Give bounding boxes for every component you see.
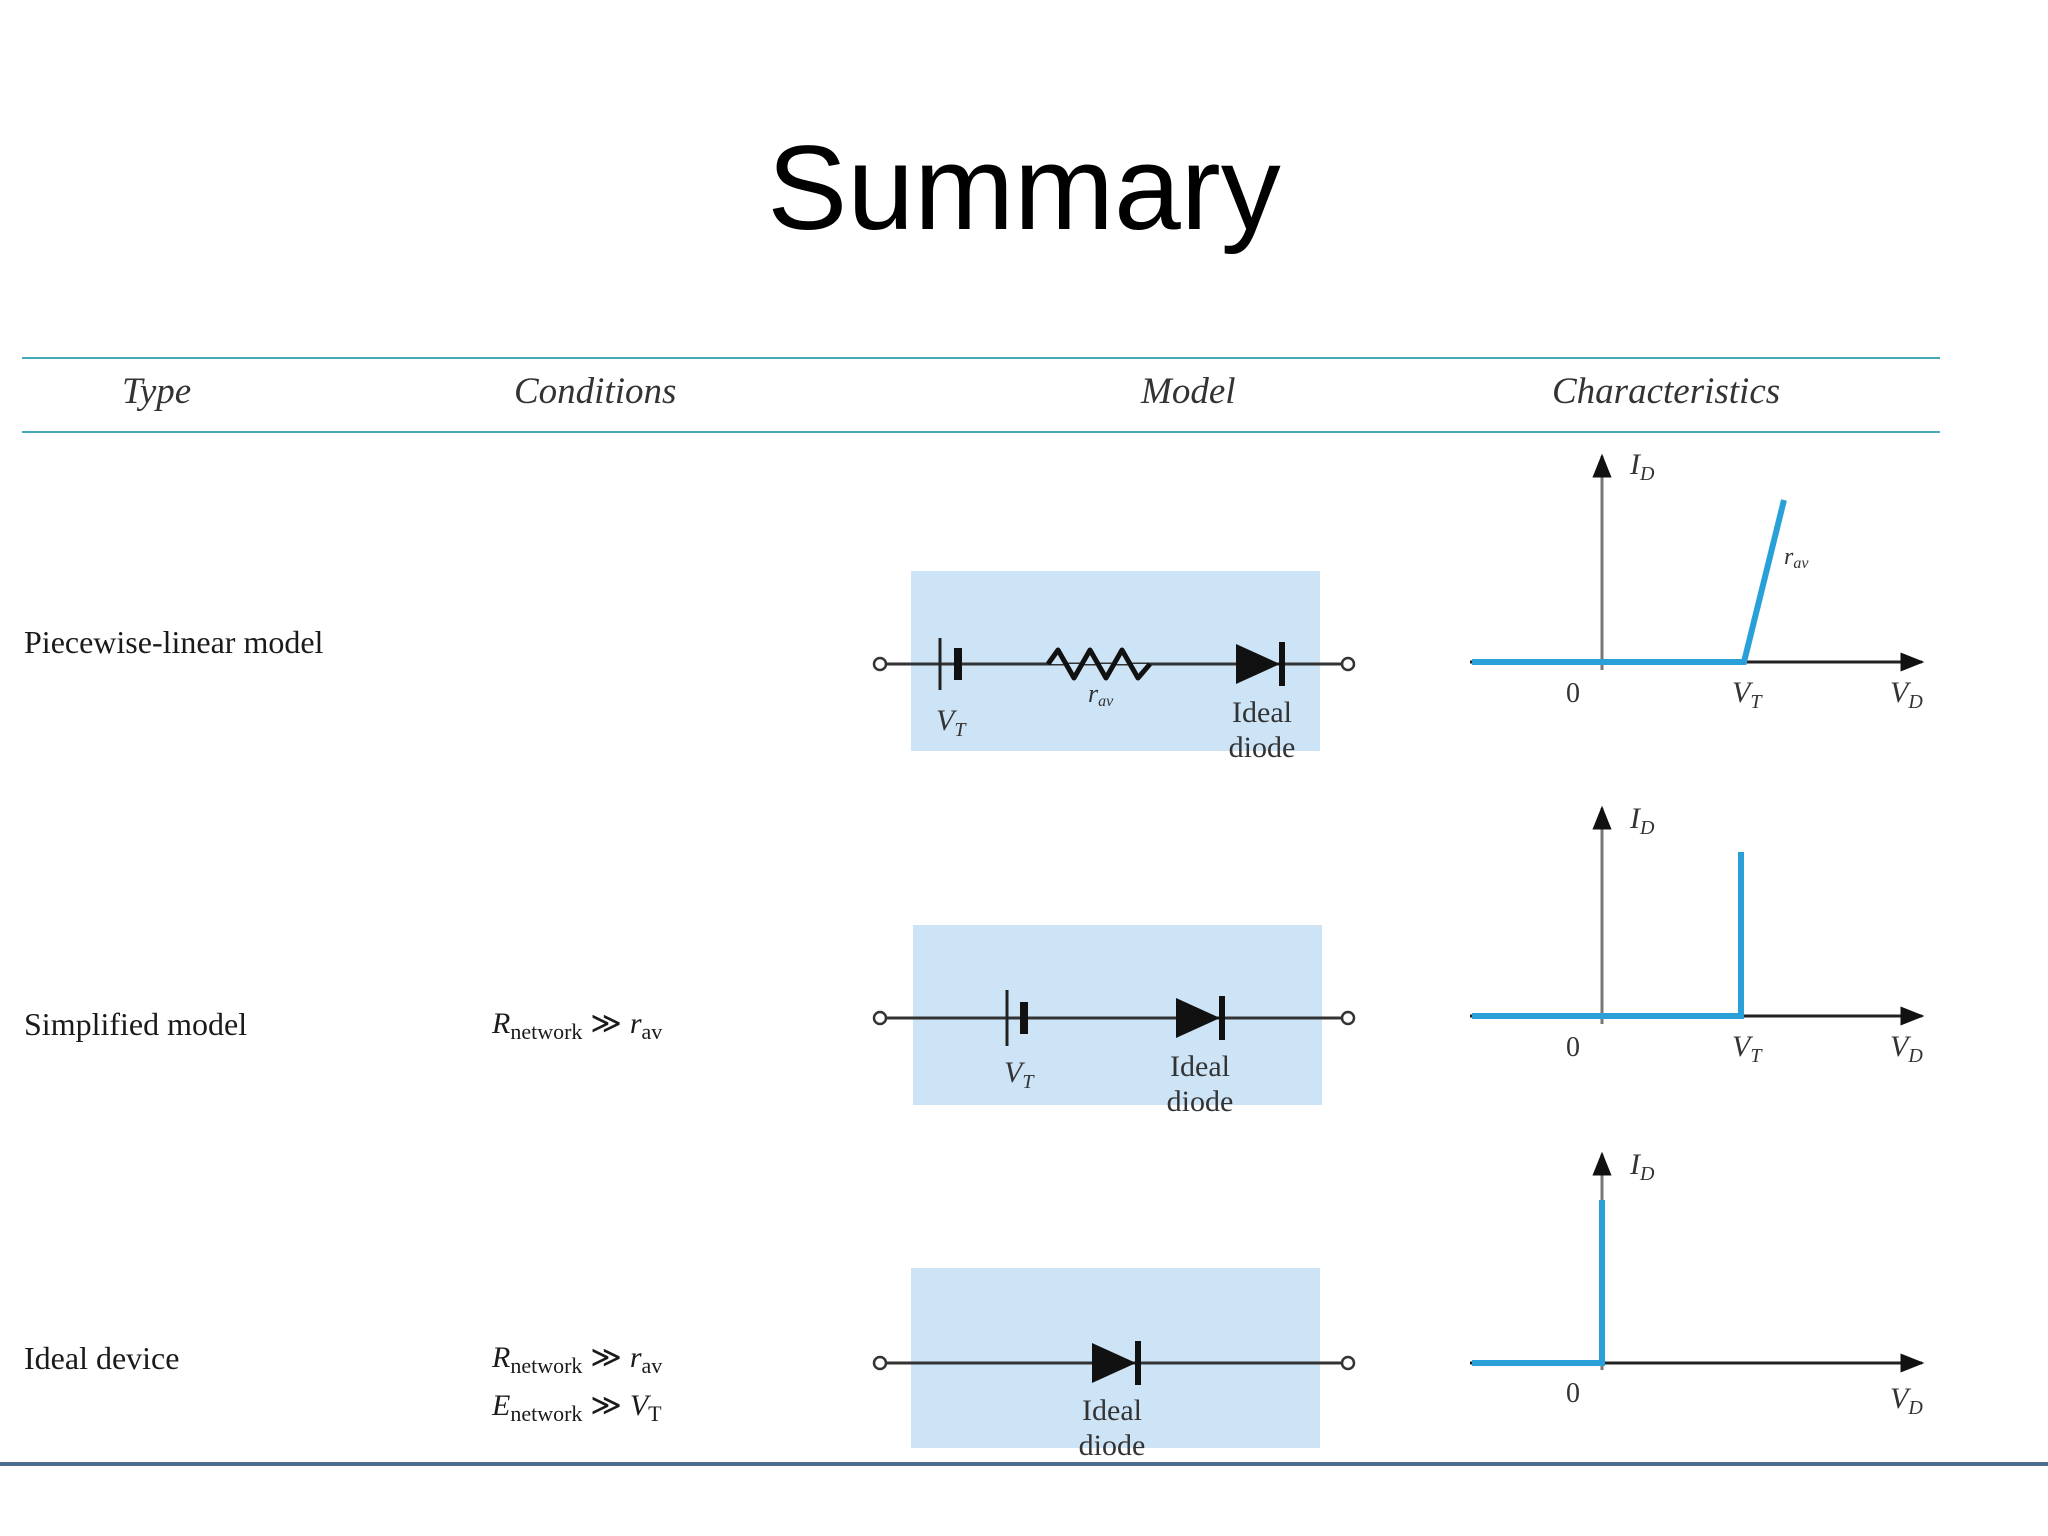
y-axis-label: ID	[1629, 1148, 1655, 1185]
row-type-simplified: Simplified model	[24, 1006, 248, 1042]
model-circuit-ideal: Ideal diode	[872, 1341, 1356, 1462]
characteristic-graph-ideal: ID 0 VD	[1470, 1148, 1925, 1419]
row-conditions-simplified: Rnetwork≫rav	[492, 1004, 662, 1052]
condition-line: Rnetwork≫rav	[492, 1007, 663, 1044]
model-box-simplified	[913, 925, 1322, 1105]
battery-label: VT	[1004, 1056, 1035, 1093]
characteristic-graph-piecewise: ID 0 VT VD rav	[1470, 448, 1925, 713]
vt-label: VT	[1732, 1030, 1763, 1067]
vt-label: VT	[1732, 676, 1763, 713]
diode-symbol	[1236, 642, 1285, 686]
row-type-ideal: Ideal device	[24, 1340, 180, 1376]
x-axis-label: VD	[1890, 676, 1923, 713]
terminal-left	[872, 656, 888, 672]
terminal-left	[872, 1355, 888, 1371]
header-characteristics: Characteristics	[1552, 371, 1781, 412]
model-circuit-simplified: VT Ideal diode	[872, 990, 1356, 1118]
origin-label: 0	[1566, 678, 1580, 709]
condition-line: Enetwork≫VT	[492, 1389, 662, 1426]
header-conditions: Conditions	[514, 371, 677, 412]
diode-label-2: diode	[1229, 731, 1296, 764]
row-type-piecewise: Piecewise-linear model	[24, 624, 324, 660]
battery-symbol	[1005, 990, 1028, 1046]
x-axis-label: VD	[1890, 1030, 1923, 1067]
slope-label: rav	[1784, 544, 1809, 572]
diode-label-1: Ideal	[1082, 1394, 1142, 1427]
diode-symbol	[1092, 1341, 1141, 1385]
origin-label: 0	[1566, 1032, 1580, 1063]
terminal-left	[872, 1010, 888, 1026]
row-conditions-ideal: Rnetwork≫rav Enetwork≫VT	[492, 1338, 662, 1434]
terminal-right	[1340, 1010, 1356, 1026]
diode-label-1: Ideal	[1170, 1050, 1230, 1083]
curve-piecewise	[1472, 499, 1787, 665]
terminal-right	[1340, 1355, 1356, 1371]
characteristic-graph-simplified: ID 0 VT VD	[1470, 802, 1925, 1067]
diode-label-2: diode	[1167, 1085, 1234, 1118]
model-circuit-piecewise: VT rav Ideal diode	[872, 638, 1356, 764]
diode-label-1: Ideal	[1232, 696, 1292, 729]
header-top-rule	[22, 357, 1940, 359]
resistor-symbol	[1045, 647, 1152, 681]
slide-title: Summary	[767, 121, 1281, 255]
header-model: Model	[1141, 371, 1236, 412]
condition-line: Rnetwork≫rav	[492, 1341, 663, 1378]
x-axis-label: VD	[1890, 1382, 1923, 1419]
diode-symbol	[1176, 996, 1225, 1040]
bottom-rule	[0, 1462, 2048, 1466]
y-axis-label: ID	[1629, 802, 1655, 839]
curve-simplified	[1472, 852, 1744, 1019]
origin-label: 0	[1566, 1378, 1580, 1409]
header-bottom-rule	[22, 431, 1940, 433]
header-type: Type	[122, 371, 192, 412]
resistor-label: rav	[1088, 679, 1114, 710]
terminal-right	[1340, 656, 1356, 672]
battery-symbol	[938, 638, 962, 690]
diode-label-2: diode	[1079, 1429, 1146, 1462]
battery-label: VT	[936, 704, 967, 741]
curve-ideal	[1472, 1200, 1605, 1366]
y-axis-label: ID	[1629, 448, 1655, 485]
